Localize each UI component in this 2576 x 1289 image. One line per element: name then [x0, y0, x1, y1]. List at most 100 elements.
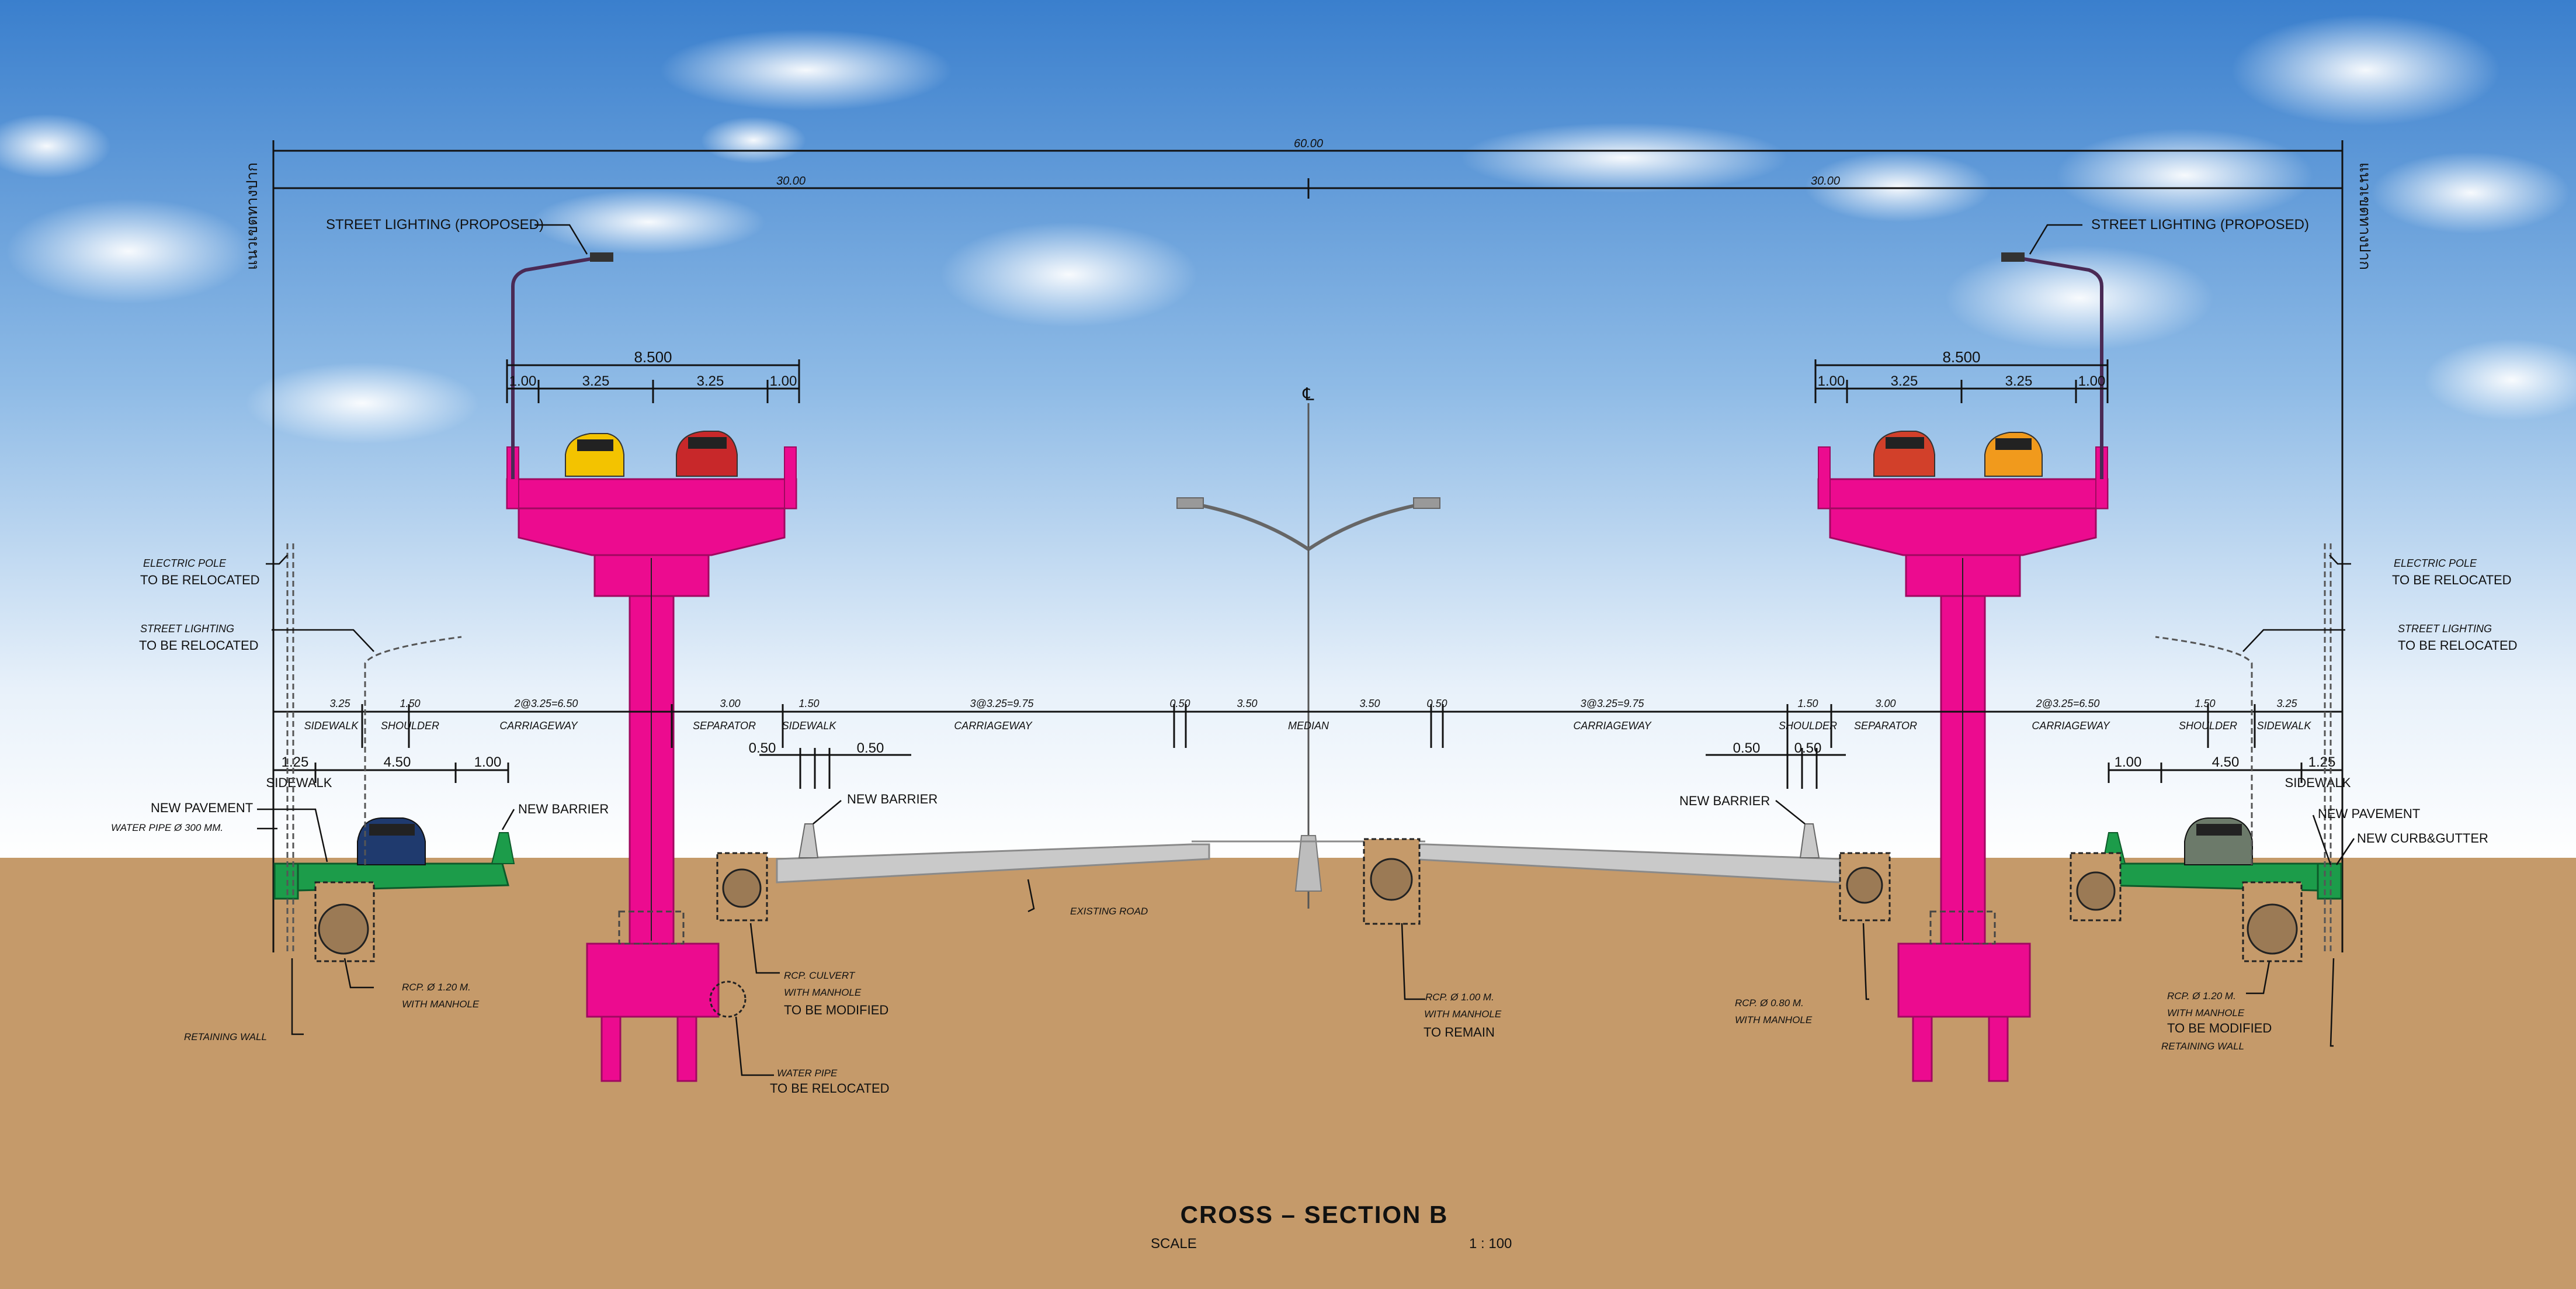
existing-road [776, 843, 1841, 883]
electric-pole-right-label: ELECTRIC POLE [2394, 557, 2477, 569]
lane-name-2: SHOULDER [381, 720, 439, 732]
rcp-120-left-manhole: WITH MANHOLE [402, 999, 480, 1010]
car-red-right-deck [1873, 431, 1935, 477]
rcp-100-manhole: WITH MANHOLE [1424, 1009, 1502, 1020]
rcp-120-right-note: TO BE MODIFIED [2167, 1021, 2272, 1035]
rcp-100-note: TO REMAIN [1424, 1025, 1495, 1039]
rcp-120-right: RCP. Ø 1.20 M. [2167, 990, 2236, 1002]
water-pipe-note: TO BE RELOCATED [770, 1081, 890, 1096]
lane-name-1: SIDEWALK [304, 720, 359, 732]
relocated-poles [286, 543, 2332, 952]
lane-name-4: SEPARATOR [693, 720, 756, 732]
electric-pole-right-note: TO BE RELOCATED [2392, 573, 2512, 587]
deck-part-left-3: 3.25 [697, 373, 724, 389]
deck-part-right-2: 3.25 [1891, 373, 1918, 389]
left-viaduct [506, 446, 797, 1082]
electric-pole-left-label: ELECTRIC POLE [143, 557, 227, 569]
new-barrier-left-inner: NEW BARRIER [847, 792, 938, 806]
barrier-dim-right-1: 0.50 [1733, 740, 1761, 756]
median-barriers [798, 823, 1820, 858]
barrier-dim-left-1: 0.50 [749, 740, 776, 756]
deck-dimension-left [506, 359, 800, 403]
dim-half-right: 30.00 [1811, 175, 1840, 188]
sidewalk-dim-left-1: 1.25 [282, 754, 309, 770]
property-line-label-right: แนวเขตทางปาก [2356, 162, 2373, 270]
dim-half-left: 30.00 [776, 175, 806, 188]
lane-dim-9: 3.50 [1359, 698, 1380, 709]
sidewalk-dim-right-1: 1.00 [2115, 754, 2142, 770]
deck-total-right: 8.500 [1942, 348, 1980, 366]
street-lighting-left-note: TO BE RELOCATED [139, 638, 259, 653]
sidewalk-dim-left-2: 4.50 [384, 754, 411, 770]
median-street-light [1176, 497, 1440, 551]
deck-part-right-4: 1.00 [2078, 373, 2106, 389]
retaining-wall-left: RETAINING WALL [184, 1031, 267, 1042]
lane-name-median: MEDIAN [1288, 720, 1329, 732]
rcp-080-manhole: WITH MANHOLE [1735, 1014, 1813, 1025]
new-pavement-left: NEW PAVEMENT [151, 801, 253, 815]
barrier-dim-left-2: 0.50 [857, 740, 884, 756]
street-lighting-proposed-right: STREET LIGHTING (PROPOSED) [2091, 217, 2309, 233]
proposed-street-light-left [511, 252, 613, 479]
car-orange-right-deck [1984, 432, 2043, 477]
overall-dimension [273, 150, 2342, 199]
street-lighting-right-note: TO BE RELOCATED [2398, 638, 2518, 653]
scale-label: SCALE [1151, 1236, 1197, 1252]
water-pipe-label: WATER PIPE [777, 1068, 838, 1079]
annotations: STREET LIGHTING (PROPOSED) STREET LIGHTI… [111, 217, 2518, 1096]
lane-dim-6: 3@3.25=9.75 [970, 698, 1034, 709]
barrier-dimension-left [759, 748, 911, 789]
lane-name-7: CARRIAGEWAY [1573, 720, 1652, 732]
lane-name-3: CARRIAGEWAY [499, 720, 578, 732]
lane-dim-11: 3@3.25=9.75 [1581, 698, 1645, 709]
street-lighting-proposed-left: STREET LIGHTING (PROPOSED) [326, 217, 544, 233]
proposed-street-light-right [2001, 252, 2103, 479]
lane-dim-16: 3.25 [2276, 698, 2297, 709]
retaining-wall-right: RETAINING WALL [2161, 1041, 2244, 1052]
rcp-culvert-note: TO BE MODIFIED [784, 1003, 888, 1017]
rcp-120-left: RCP. Ø 1.20 M. [402, 982, 471, 993]
lane-name-10: CARRIAGEWAY [2032, 720, 2110, 732]
lane-dim-14: 2@3.25=6.50 [2036, 698, 2100, 709]
lane-names: SIDEWALK SHOULDER CARRIAGEWAY SEPARATOR … [304, 720, 2312, 732]
lane-values: 3.25 1.50 2@3.25=6.50 3.00 1.50 3@3.25=9… [329, 698, 2297, 709]
lane-dim-2: 1.50 [400, 698, 420, 709]
lane-dim-8: 3.50 [1237, 698, 1257, 709]
street-lighting-right-label: STREET LIGHTING [2398, 623, 2492, 635]
sidewalk-dimension-right [2108, 763, 2342, 783]
new-barrier-left-outer: NEW BARRIER [518, 802, 609, 816]
barrier-dim-right-2: 0.50 [1794, 740, 1822, 756]
water-pipe-300-left: WATER PIPE Ø 300 MM. [111, 822, 223, 833]
barrier-dimension-right [1706, 748, 1846, 789]
deck-dimension-right [1814, 359, 2109, 403]
property-line-label-left: แนวเขตทางปาก [244, 162, 261, 270]
car-blue-left-grade [357, 817, 426, 865]
lane-dim-7: 0.50 [1169, 698, 1190, 709]
lane-name-5: SIDEWALK [782, 720, 837, 732]
lane-dim-12: 1.50 [1797, 698, 1818, 709]
electric-pole-left-note: TO BE RELOCATED [140, 573, 260, 587]
lane-name-8: SHOULDER [1779, 720, 1837, 732]
rcp-120-right-manhole: WITH MANHOLE [2167, 1007, 2245, 1018]
lane-dim-13: 3.00 [1875, 698, 1895, 709]
centerline-symbol: ℄ [1302, 385, 1314, 404]
lane-dim-3: 2@3.25=6.50 [514, 698, 578, 709]
median-pole-base [1294, 835, 1322, 892]
property-lines [272, 140, 2344, 952]
new-pavement-right: NEW PAVEMENT [2318, 806, 2420, 821]
rcp-080: RCP. Ø 0.80 M. [1735, 997, 1804, 1009]
lane-dim-1: 3.25 [329, 698, 350, 709]
scale-value: 1 : 100 [1469, 1236, 1512, 1252]
deck-part-right-1: 1.00 [1818, 373, 1845, 389]
sidewalk-dim-left-3: 1.00 [474, 754, 502, 770]
deck-part-right-3: 3.25 [2005, 373, 2033, 389]
deck-total-left: 8.500 [634, 348, 672, 366]
lane-name-6: CARRIAGEWAY [954, 720, 1033, 732]
leader-lines [257, 224, 2355, 1076]
new-barrier-right-inner: NEW BARRIER [1679, 794, 1770, 808]
deck-part-left-4: 1.00 [770, 373, 797, 389]
lane-dimension-line [272, 704, 2344, 748]
lane-dim-15: 1.50 [2195, 698, 2215, 709]
clouds [0, 15, 2576, 444]
